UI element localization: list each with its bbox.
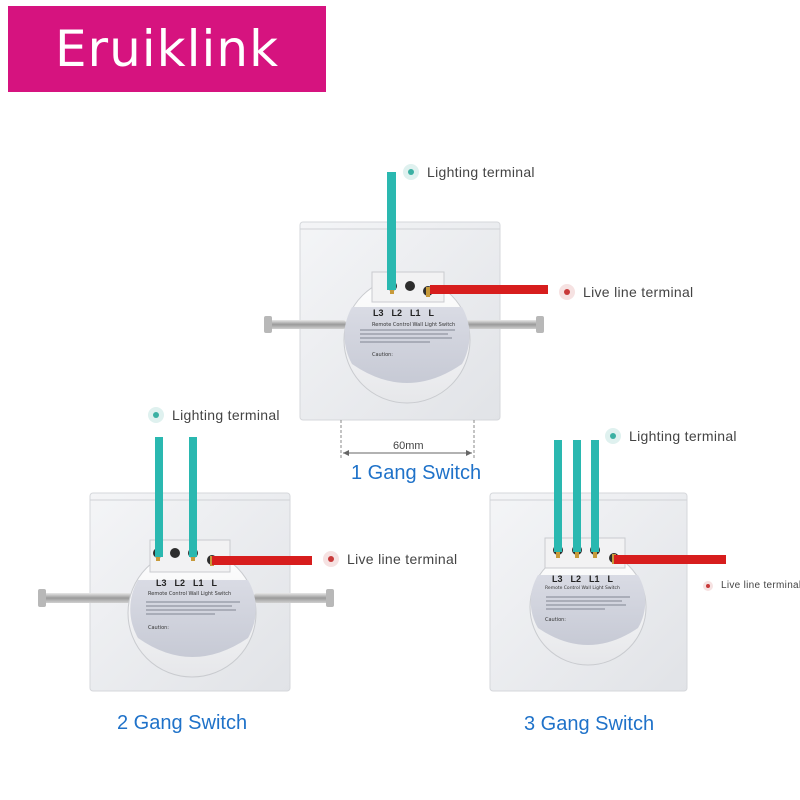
brand-logo-text: Eruiklink <box>54 20 280 78</box>
live-terminal-callout-3: Live line terminal <box>703 580 800 591</box>
product-label <box>344 307 470 383</box>
switch-3-gang <box>489 440 726 692</box>
lighting-terminal-callout-3: Lighting terminal <box>605 428 737 444</box>
callout-dot-icon <box>703 580 713 591</box>
screw-right <box>254 593 332 603</box>
product-label-title-1: Remote Control Wall Light Switch <box>372 322 456 328</box>
callout-dot-icon <box>605 428 621 444</box>
load-wire <box>155 437 163 557</box>
terminal-labels-3: L3 L2 L1 L <box>552 574 614 584</box>
caption-1-gang: 1 Gang Switch <box>351 462 482 484</box>
callout-dot-icon <box>148 407 164 423</box>
live-wire <box>430 285 548 294</box>
load-wire <box>189 437 197 557</box>
switch-1-gang <box>264 172 548 458</box>
live-terminal-callout-1: Live line terminal <box>559 284 693 300</box>
caption-3-gang: 3 Gang Switch <box>524 713 655 735</box>
load-wire <box>573 440 581 552</box>
product-label-caution-2: Caution: <box>148 625 169 631</box>
load-wire <box>387 172 396 290</box>
live-wire <box>614 555 726 564</box>
load-wire <box>591 440 599 552</box>
terminal-labels-1: L3 L2 L1 L <box>373 308 435 318</box>
terminal-labels-2: L3 L2 L1 L <box>156 578 218 588</box>
product-label <box>530 575 646 645</box>
load-wire <box>554 440 562 552</box>
callout-dot-icon <box>323 551 339 567</box>
dimension-label: 60mm <box>393 440 424 452</box>
lighting-terminal-callout-2: Lighting terminal <box>148 407 280 423</box>
lighting-terminal-callout-1: Lighting terminal <box>403 164 535 180</box>
live-terminal-callout-2: Live line terminal <box>323 551 457 567</box>
callout-dot-icon <box>559 284 575 300</box>
screw-left <box>40 593 132 603</box>
product-label-title-3: Remote Control Wall Light Switch <box>545 586 620 591</box>
live-wire <box>212 556 312 565</box>
product-label-caution-1: Caution: <box>372 352 393 358</box>
product-label-title-2: Remote Control Wall Light Switch <box>148 591 232 597</box>
screw-right <box>460 320 542 329</box>
brand-banner: Eruiklink <box>8 6 326 92</box>
switch-2-gang <box>38 437 334 692</box>
product-label <box>130 580 256 657</box>
caption-2-gang: 2 Gang Switch <box>117 712 248 734</box>
screw-left <box>266 320 346 329</box>
product-label-caution-3: Caution: <box>545 617 566 623</box>
callout-dot-icon <box>403 164 419 180</box>
